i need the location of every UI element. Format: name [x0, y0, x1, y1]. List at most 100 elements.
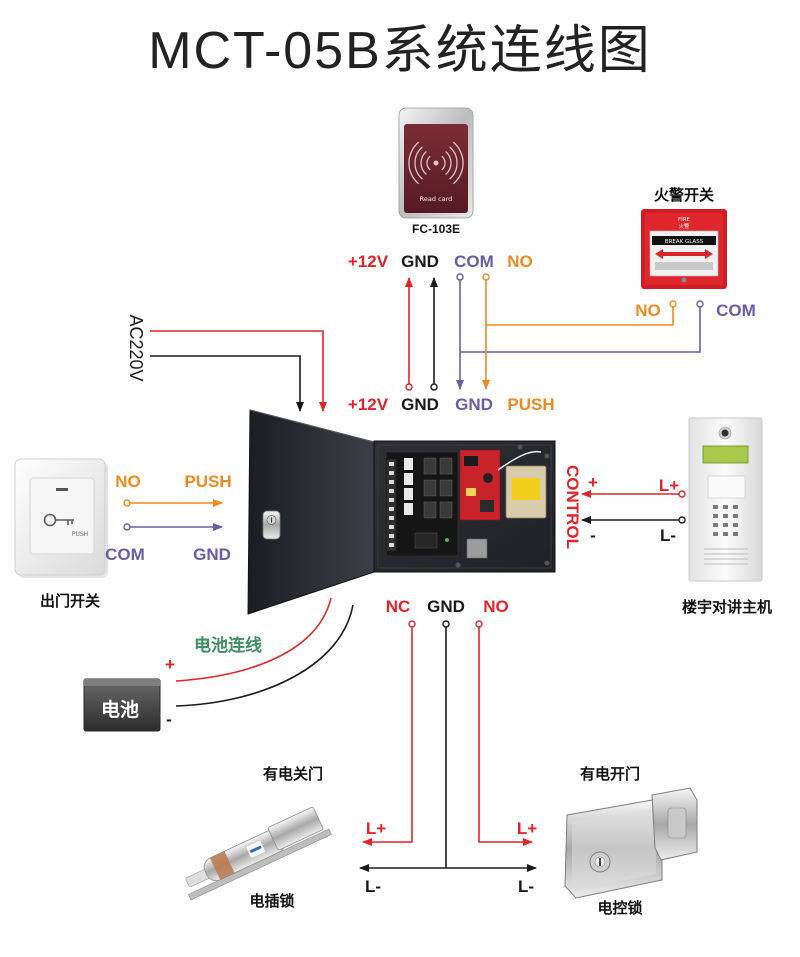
ac-power-label: AC220V: [126, 314, 146, 381]
diagram-title: MCT-05B系统连线图: [148, 22, 652, 80]
status-led: [445, 538, 449, 542]
key-icon-blade: [55, 519, 74, 525]
control-lock-l-minus-label: L-: [518, 877, 534, 896]
battery-plus-label: +: [165, 655, 175, 674]
control-plus-label: +: [588, 473, 598, 492]
ac-neutral-wire: [150, 355, 304, 412]
intercom-lcd: [702, 445, 749, 464]
controller-push-label: PUSH: [507, 395, 554, 414]
intercom-keypad: [713, 505, 738, 536]
output-gnd-terminal: [442, 620, 450, 628]
rfid-wave-icon: [408, 141, 464, 185]
relays: [404, 458, 413, 515]
rfid-center-dot: [433, 160, 439, 166]
rfid-wave-2: [420, 151, 452, 175]
fire-switch-band: [652, 236, 716, 245]
terminal-screws: [389, 462, 394, 547]
output-no-terminal: [475, 620, 483, 628]
exit-com-label: COM: [105, 545, 145, 564]
exit-button-label: 出门开关: [40, 592, 100, 610]
exit-button-face-text: PUSH: [72, 531, 88, 538]
battery-minus-label: -: [166, 710, 172, 729]
battery-label: 电池: [101, 698, 139, 721]
exit-button-face: [29, 477, 95, 555]
battery-top: [84, 679, 160, 686]
card-reader: Read card: [398, 107, 474, 219]
bolt-lock-coil: [209, 851, 235, 880]
intercom-label: 楼宇对讲主机: [682, 598, 772, 616]
intercom-l-minus-terminal: [678, 516, 686, 524]
reader-12v-label: +12V: [348, 252, 389, 271]
battery: 电池: [83, 678, 161, 732]
control-lock-l-plus-label: L+: [517, 819, 537, 838]
controller-cabinet: [247, 409, 556, 615]
transformer: [505, 465, 547, 519]
control-chip: [414, 532, 438, 549]
exit-push-label: PUSH: [184, 472, 231, 491]
exit-button-indicator: [56, 488, 68, 491]
main-control-board: [385, 451, 459, 557]
intercom-unit: [688, 417, 763, 582]
control-minus-label: -: [590, 526, 596, 545]
cabinet-inner-edge: [377, 444, 552, 569]
controller-gnd-terminal: [430, 383, 438, 391]
reader-no-label: NO: [507, 252, 533, 271]
door-lock: [262, 510, 281, 540]
electric-bolt-lock: [185, 806, 332, 901]
control-label: CONTROL: [563, 465, 582, 549]
fire-switch-label: 火警开关: [654, 186, 714, 204]
fire-switch-press-bar: [663, 252, 705, 256]
intercom-l-plus-label: L+: [659, 476, 679, 495]
power-board: [459, 449, 501, 521]
control-lock-latch: [667, 807, 687, 839]
fire-alarm-switch: FIRE 火警 BREAK GLASS: [641, 209, 727, 289]
bolt-lock-mode-label: 有电关门: [263, 765, 323, 783]
card-reader-face-text: Read card: [420, 195, 453, 203]
reader-gnd-label: GND: [401, 252, 439, 271]
output-gnd-label: GND: [427, 597, 465, 616]
key-icon: [43, 513, 74, 527]
exit-no-label: NO: [115, 472, 141, 491]
output-nc-label: NC: [386, 597, 411, 616]
power-board-regulator: [480, 500, 494, 512]
reader-com-terminal: [456, 273, 464, 281]
fire-switch-face-fire-cn: 火警: [678, 222, 690, 230]
card-reader-face: [404, 124, 468, 213]
reader-com-label: COM: [454, 252, 494, 271]
battery-positive-wire: [175, 597, 332, 682]
rfid-wave-3: [414, 146, 458, 180]
output-nc-terminal: [408, 620, 416, 628]
terminal-strip: [387, 459, 396, 551]
controller-gnd-label: GND: [401, 395, 439, 414]
camera-icon: [721, 429, 729, 437]
controller-12v-label: +12V: [348, 395, 389, 414]
fire-switch-screw: [681, 277, 687, 283]
intercom-l-minus-label: L-: [660, 526, 676, 545]
bolt-lock-housing: [267, 806, 324, 851]
bolt-lock-plus-wire: [362, 627, 413, 846]
intercom-l-plus-terminal: [678, 490, 686, 498]
bolt-lock-logo: [249, 845, 262, 854]
tamper-switch: [466, 538, 488, 559]
exit-gnd-label: GND: [193, 545, 231, 564]
intercom-speaker-grille: [704, 548, 748, 565]
card-reader-model: FC-103E: [412, 222, 460, 236]
reader-no-terminal: [482, 273, 490, 281]
electric-control-lock: [564, 787, 698, 899]
fire-com-wire: [460, 307, 701, 353]
bolt-lock-label: 电插锁: [249, 892, 294, 910]
fire-no-wire: [486, 307, 674, 326]
transformer-label: [512, 478, 540, 500]
battery-wire-label: 电池连线: [194, 635, 262, 655]
ac-live-wire: [150, 330, 327, 412]
fire-switch-no-terminal: [669, 300, 677, 308]
intercom-panel: [688, 417, 763, 582]
bolt-lock-l-plus-label: L+: [366, 819, 386, 838]
controller-push-gnd-label: GND: [455, 395, 493, 414]
internal-wire: [497, 450, 542, 471]
output-no-label: NO: [483, 597, 509, 616]
cabinet-door-top-edge: [249, 409, 375, 443]
fire-switch-no-label: NO: [635, 301, 661, 320]
controller-12v-terminal: [405, 383, 413, 391]
